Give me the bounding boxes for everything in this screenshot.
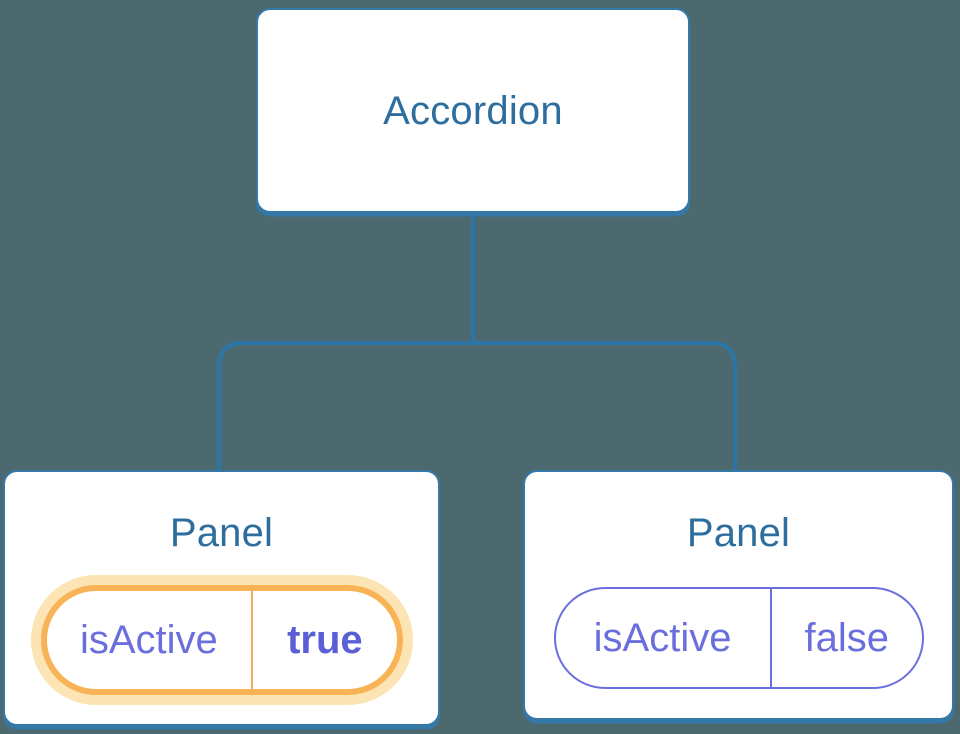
state-name-label: isActive <box>593 616 732 660</box>
accordion-node-label: Accordion <box>383 88 563 133</box>
state-value-label: true <box>287 618 363 662</box>
state-name-label: isActive <box>79 618 218 662</box>
panel-title: Panel <box>686 511 791 555</box>
state-pill-highlight-halo: isActive true <box>30 575 413 705</box>
branch-bracket-line <box>217 341 737 471</box>
state-pill-active: isActive true <box>40 585 403 695</box>
pill-divider <box>251 591 254 689</box>
panel-node-active: Panel isActive true <box>3 470 440 726</box>
state-value-label: false <box>804 616 890 660</box>
accordion-node: Accordion <box>256 8 690 213</box>
state-pill-inactive: isActive false <box>553 587 924 689</box>
panel-node-inactive: Panel isActive false <box>523 470 954 720</box>
panel-title: Panel <box>169 511 274 555</box>
pill-divider <box>769 589 773 687</box>
